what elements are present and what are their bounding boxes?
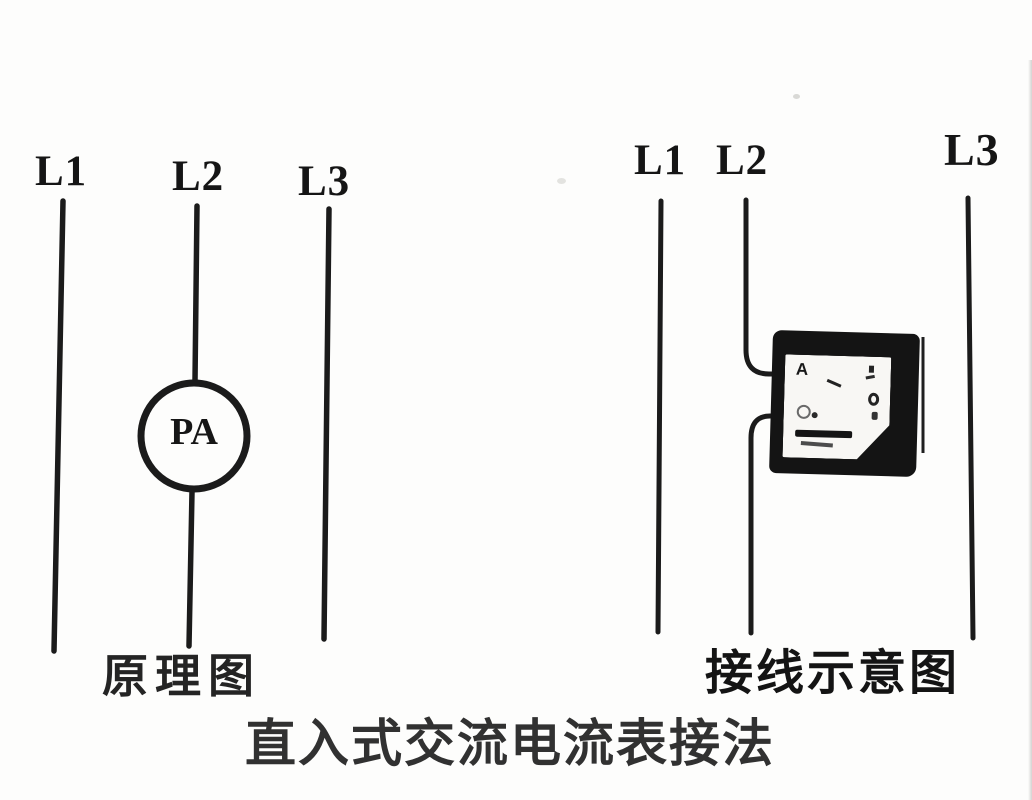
scan-speck <box>557 178 566 184</box>
phase-label-right-l1: L1 <box>634 137 687 184</box>
meter-dial-circle <box>797 405 811 419</box>
meter-scale-mark <box>872 412 878 420</box>
right-phase-line-l2-upper-wire <box>743 197 785 377</box>
meter-needle-mark <box>827 379 842 388</box>
meter-scale-shadow <box>801 441 833 448</box>
phase-label-left-l2: L2 <box>172 153 225 200</box>
phase-label-right-l2: L2 <box>716 137 769 184</box>
meter-face: A <box>782 354 891 460</box>
left-diagram-caption: 原理图 <box>102 650 261 702</box>
phase-label-left-l3: L3 <box>298 158 351 205</box>
meter-face-unit-letter: A <box>795 359 809 379</box>
scan-speck <box>793 94 800 99</box>
phase-label-left-l1: L1 <box>35 148 88 195</box>
right-phase-line-l1 <box>655 198 664 635</box>
ammeter-symbol-label: PA <box>170 411 218 453</box>
meter-dial-dot <box>812 412 818 418</box>
meter-scale-mark <box>866 375 875 380</box>
scanned-page-edge <box>1028 60 1032 800</box>
panel-ammeter-device: A <box>769 329 920 478</box>
diagram-title: 直入式交流电流表接法 <box>244 715 775 772</box>
left-phase-line-l1 <box>51 198 66 654</box>
right-diagram-caption: 接线示意图 <box>705 647 961 700</box>
left-phase-line-l2-lower <box>186 489 195 649</box>
phase-label-right-l3: L3 <box>944 124 1000 175</box>
ammeter-circle-symbol <box>137 379 251 493</box>
meter-scale-window <box>795 430 852 439</box>
left-phase-line-l2-upper <box>192 203 200 384</box>
right-phase-line-l3 <box>965 195 976 641</box>
left-phase-line-l3 <box>321 206 332 642</box>
meter-scale-mark <box>869 366 874 373</box>
meter-adjust-screw <box>868 393 879 406</box>
